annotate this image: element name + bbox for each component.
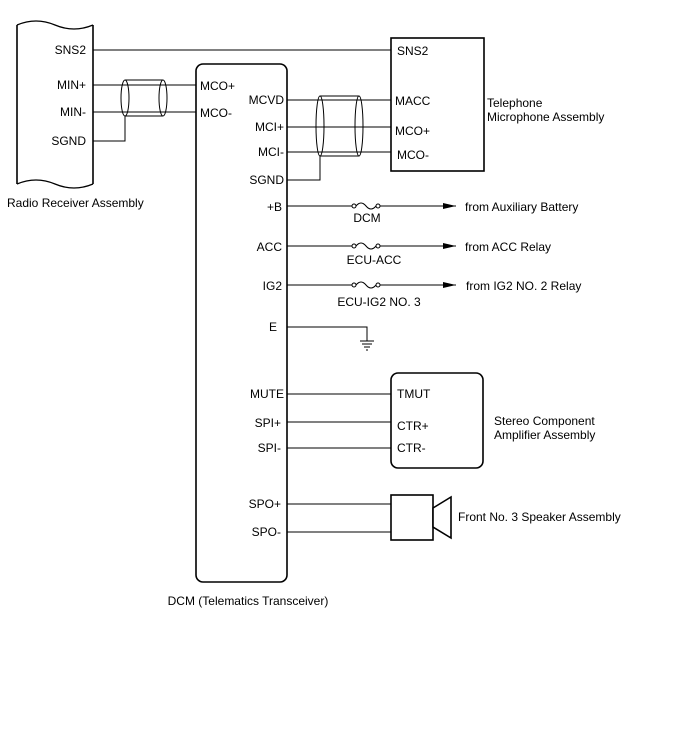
- dcm-pin-mcvd: MCVD: [249, 93, 285, 107]
- dcm-box: MCO+ MCO- MCVD MCI+ MCI- SGND +B ACC IG2…: [168, 63, 329, 608]
- tel-pin-sns2: SNS2: [397, 44, 429, 58]
- tel-pin-mco-minus: MCO-: [397, 148, 429, 162]
- dcm-pin-spi-minus: SPI-: [258, 441, 281, 455]
- amp-pin-ctr-minus: CTR-: [397, 441, 426, 455]
- dcm-pin-mco-minus: MCO-: [200, 106, 232, 120]
- fuse-ecu-ig2-circuit: ECU-IG2 NO. 3 from IG2 NO. 2 Relay: [287, 279, 581, 309]
- tel-pin-mco-plus: MCO+: [395, 124, 430, 138]
- amp-pin-tmut: TMUT: [397, 387, 431, 401]
- stereo-label-line2: Amplifier Assembly: [494, 428, 595, 442]
- dcm-pin-mco-plus: MCO+: [200, 79, 235, 93]
- dcm-pin-sgnd: SGND: [249, 173, 284, 187]
- dcm-pin-spi-plus: SPI+: [255, 416, 281, 430]
- ground-icon: [287, 326, 374, 351]
- dcm-pin-spo-plus: SPO+: [249, 497, 281, 511]
- dcm-pin-spo-minus: SPO-: [252, 525, 281, 539]
- fuse-dcm-label: DCM: [353, 211, 380, 225]
- dcm-pin-acc: ACC: [257, 240, 283, 254]
- fuse-dcm-circuit: DCM from Auxiliary Battery: [287, 200, 578, 225]
- telephone-microphone-assembly: SNS2 MACC MCO+ MCO- Telephone Microphone…: [390, 37, 604, 172]
- dcm-pin-ig2: IG2: [263, 279, 283, 293]
- fuse-ecu-acc-label: ECU-ACC: [347, 253, 402, 267]
- dcm-pin-e: E: [269, 320, 277, 334]
- source-aux-battery: from Auxiliary Battery: [465, 200, 578, 214]
- source-acc-relay: from ACC Relay: [465, 240, 551, 254]
- fuse-ecu-acc-circuit: ECU-ACC from ACC Relay: [287, 240, 551, 267]
- telephone-label-line1: Telephone: [487, 96, 543, 110]
- tel-pin-macc: MACC: [395, 94, 431, 108]
- stereo-amplifier-assembly: TMUT CTR+ CTR- Stereo Component Amplifie…: [390, 372, 595, 469]
- radio-pin-sns2: SNS2: [55, 43, 87, 57]
- radio-receiver-label: Radio Receiver Assembly: [7, 196, 144, 210]
- fuse-ecu-ig2-label: ECU-IG2 NO. 3: [337, 295, 421, 309]
- source-ig2-relay: from IG2 NO. 2 Relay: [466, 279, 581, 293]
- stereo-label-line1: Stereo Component: [494, 414, 595, 428]
- shielded-cable-left: [93, 79, 168, 142]
- shielded-cable-right: [287, 95, 364, 181]
- telephone-label-line2: Microphone Assembly: [487, 110, 604, 124]
- radio-receiver-assembly: SNS2 MIN+ MIN- SGND Radio Receiver Assem…: [7, 20, 144, 210]
- amp-pin-ctr-plus: CTR+: [397, 419, 429, 433]
- dcm-pin-mute: MUTE: [250, 387, 284, 401]
- speaker-label: Front No. 3 Speaker Assembly: [458, 510, 621, 524]
- dcm-pin-mci-plus: MCI+: [255, 120, 284, 134]
- dcm-pin-plus-b: +B: [267, 200, 282, 214]
- dcm-label: DCM (Telematics Transceiver): [168, 594, 329, 608]
- radio-pin-min-minus: MIN-: [60, 105, 86, 119]
- dcm-pin-mci-minus: MCI-: [258, 145, 284, 159]
- radio-pin-min-plus: MIN+: [57, 78, 86, 92]
- speaker-icon: [390, 494, 452, 541]
- radio-pin-sgnd: SGND: [51, 134, 86, 148]
